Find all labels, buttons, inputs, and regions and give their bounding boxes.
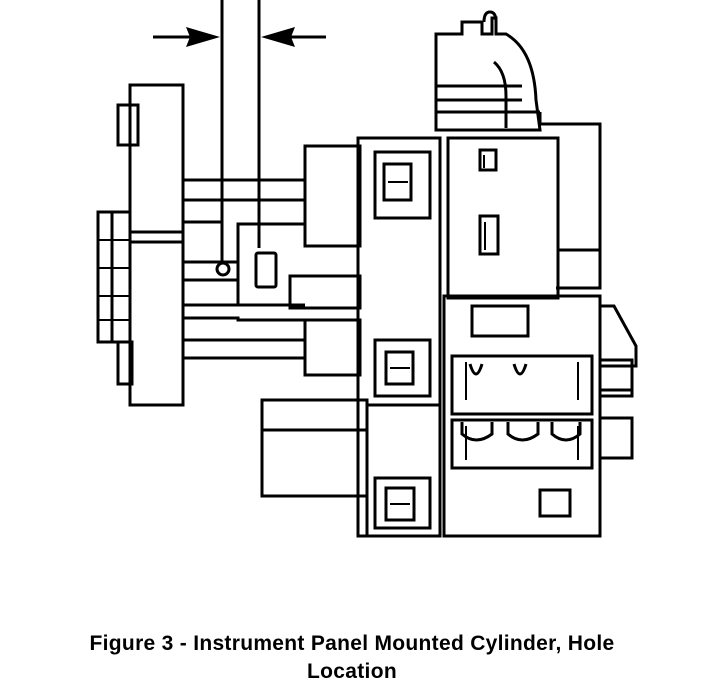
retaining-slot: [254, 251, 278, 289]
mounting-hole: [215, 261, 231, 277]
caption-line-1: Figure 3 - Instrument Panel Mounted Cyli…: [89, 632, 615, 655]
connector-block: [446, 112, 602, 300]
terminal-block: [442, 294, 638, 538]
arrow-head-left-icon: [261, 27, 295, 47]
caption-line-2: Location: [307, 660, 397, 683]
cylinder-shaft: [183, 144, 362, 377]
lower-housing: [260, 398, 369, 498]
hole-dimension-indicator: [153, 0, 326, 262]
figure-caption: Figure 3 - Instrument Panel Mounted Cyli…: [0, 630, 704, 686]
cylinder-hole-location-diagram: [96, 0, 638, 538]
mounting-flange: [96, 83, 185, 407]
switch-housing: [356, 136, 442, 538]
top-connector: [434, 10, 542, 132]
arrow-head-right-icon: [186, 27, 220, 47]
